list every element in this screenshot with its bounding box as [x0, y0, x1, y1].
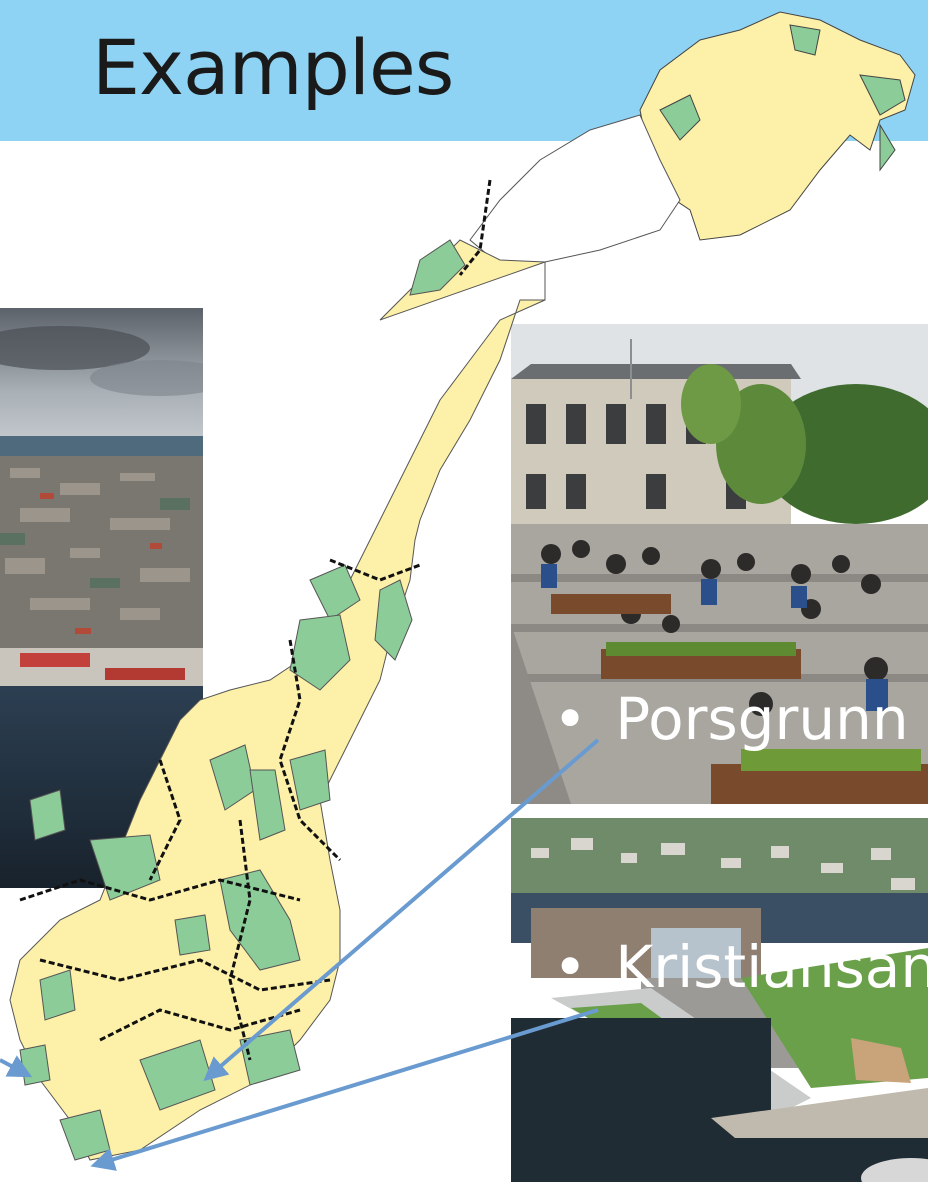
label-porsgrunn: •Porsgrunn [553, 690, 909, 748]
city-aerial-photo [0, 308, 203, 888]
bullet-dot-icon: • [553, 685, 588, 753]
label-kristiansand: •Kristiansand [553, 938, 928, 996]
slide-title: Examples [92, 23, 454, 112]
arrow-left-city [0, 1055, 33, 1078]
bullet-dot-icon: • [553, 933, 588, 1001]
porsgrunn-text: Porsgrunn [615, 685, 909, 753]
kristiansand-text: Kristiansand [615, 933, 928, 1001]
